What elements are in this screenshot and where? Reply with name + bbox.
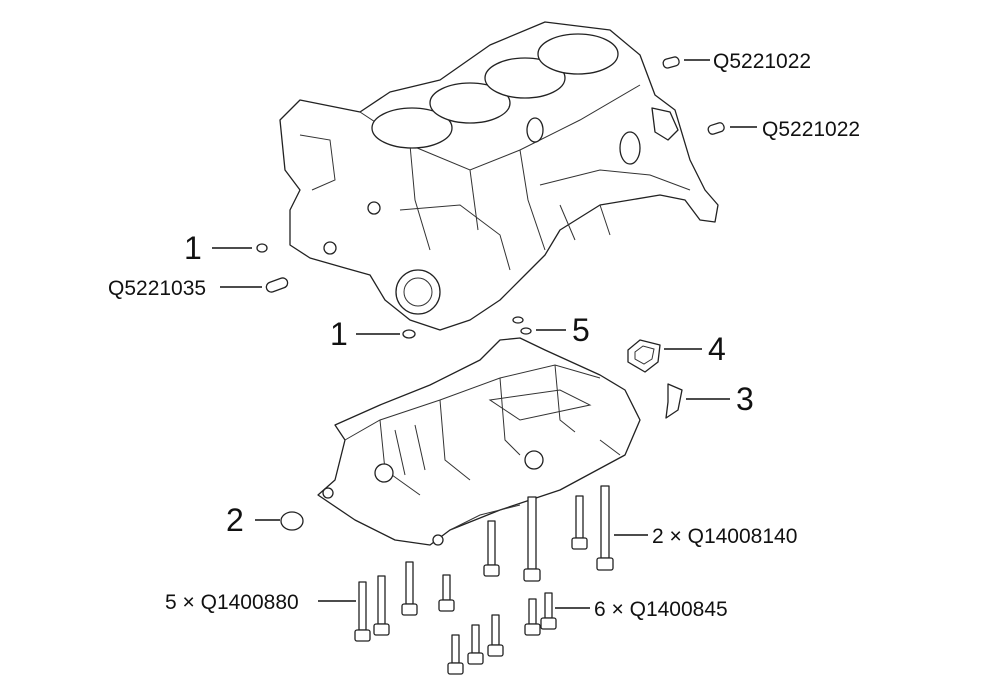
cylinder-block — [279, 21, 719, 331]
bolt-short — [487, 614, 504, 657]
label-bolts-a: 2 × Q14008140 — [652, 525, 797, 548]
lower-crankcase — [317, 337, 641, 546]
bolt-long — [571, 495, 588, 550]
leader-lines — [212, 59, 757, 609]
bolt-medium — [373, 575, 390, 636]
bolt-group — [354, 485, 614, 675]
bracket-3 — [665, 383, 683, 419]
gasket-4 — [627, 339, 661, 373]
label-pin-top-1: Q5221022 — [713, 50, 811, 73]
bolt-long — [523, 496, 541, 582]
o-ring-5 — [512, 316, 532, 335]
label-number-4: 4 — [708, 331, 726, 367]
bolt-short — [467, 624, 484, 665]
bolt-short — [540, 592, 557, 630]
label-pin-top-2: Q5221022 — [762, 118, 860, 141]
cap-2 — [280, 511, 304, 531]
bolt-medium — [483, 520, 500, 577]
label-number-5: 5 — [572, 312, 590, 348]
plug-1-lower — [402, 329, 416, 339]
label-pin-left: Q5221035 — [108, 277, 206, 300]
bolt-medium — [401, 561, 418, 616]
dowel-pin-left — [265, 277, 289, 293]
plug-1-upper — [256, 243, 268, 253]
bolt-medium — [354, 581, 371, 642]
bolt-short — [524, 598, 541, 636]
bolt-short — [438, 574, 455, 612]
bolt-short — [447, 634, 464, 675]
label-number-1-upper: 1 — [184, 230, 202, 266]
bolt-long — [596, 485, 614, 571]
label-bolts-b: 5 × Q1400880 — [165, 591, 299, 614]
dowel-pin-upper-2 — [707, 122, 725, 135]
label-number-3: 3 — [736, 381, 754, 417]
label-number-2: 2 — [226, 502, 244, 538]
label-bolts-c: 6 × Q1400845 — [594, 598, 728, 621]
label-number-1-lower: 1 — [330, 316, 348, 352]
dowel-pin-upper-1 — [662, 56, 680, 69]
